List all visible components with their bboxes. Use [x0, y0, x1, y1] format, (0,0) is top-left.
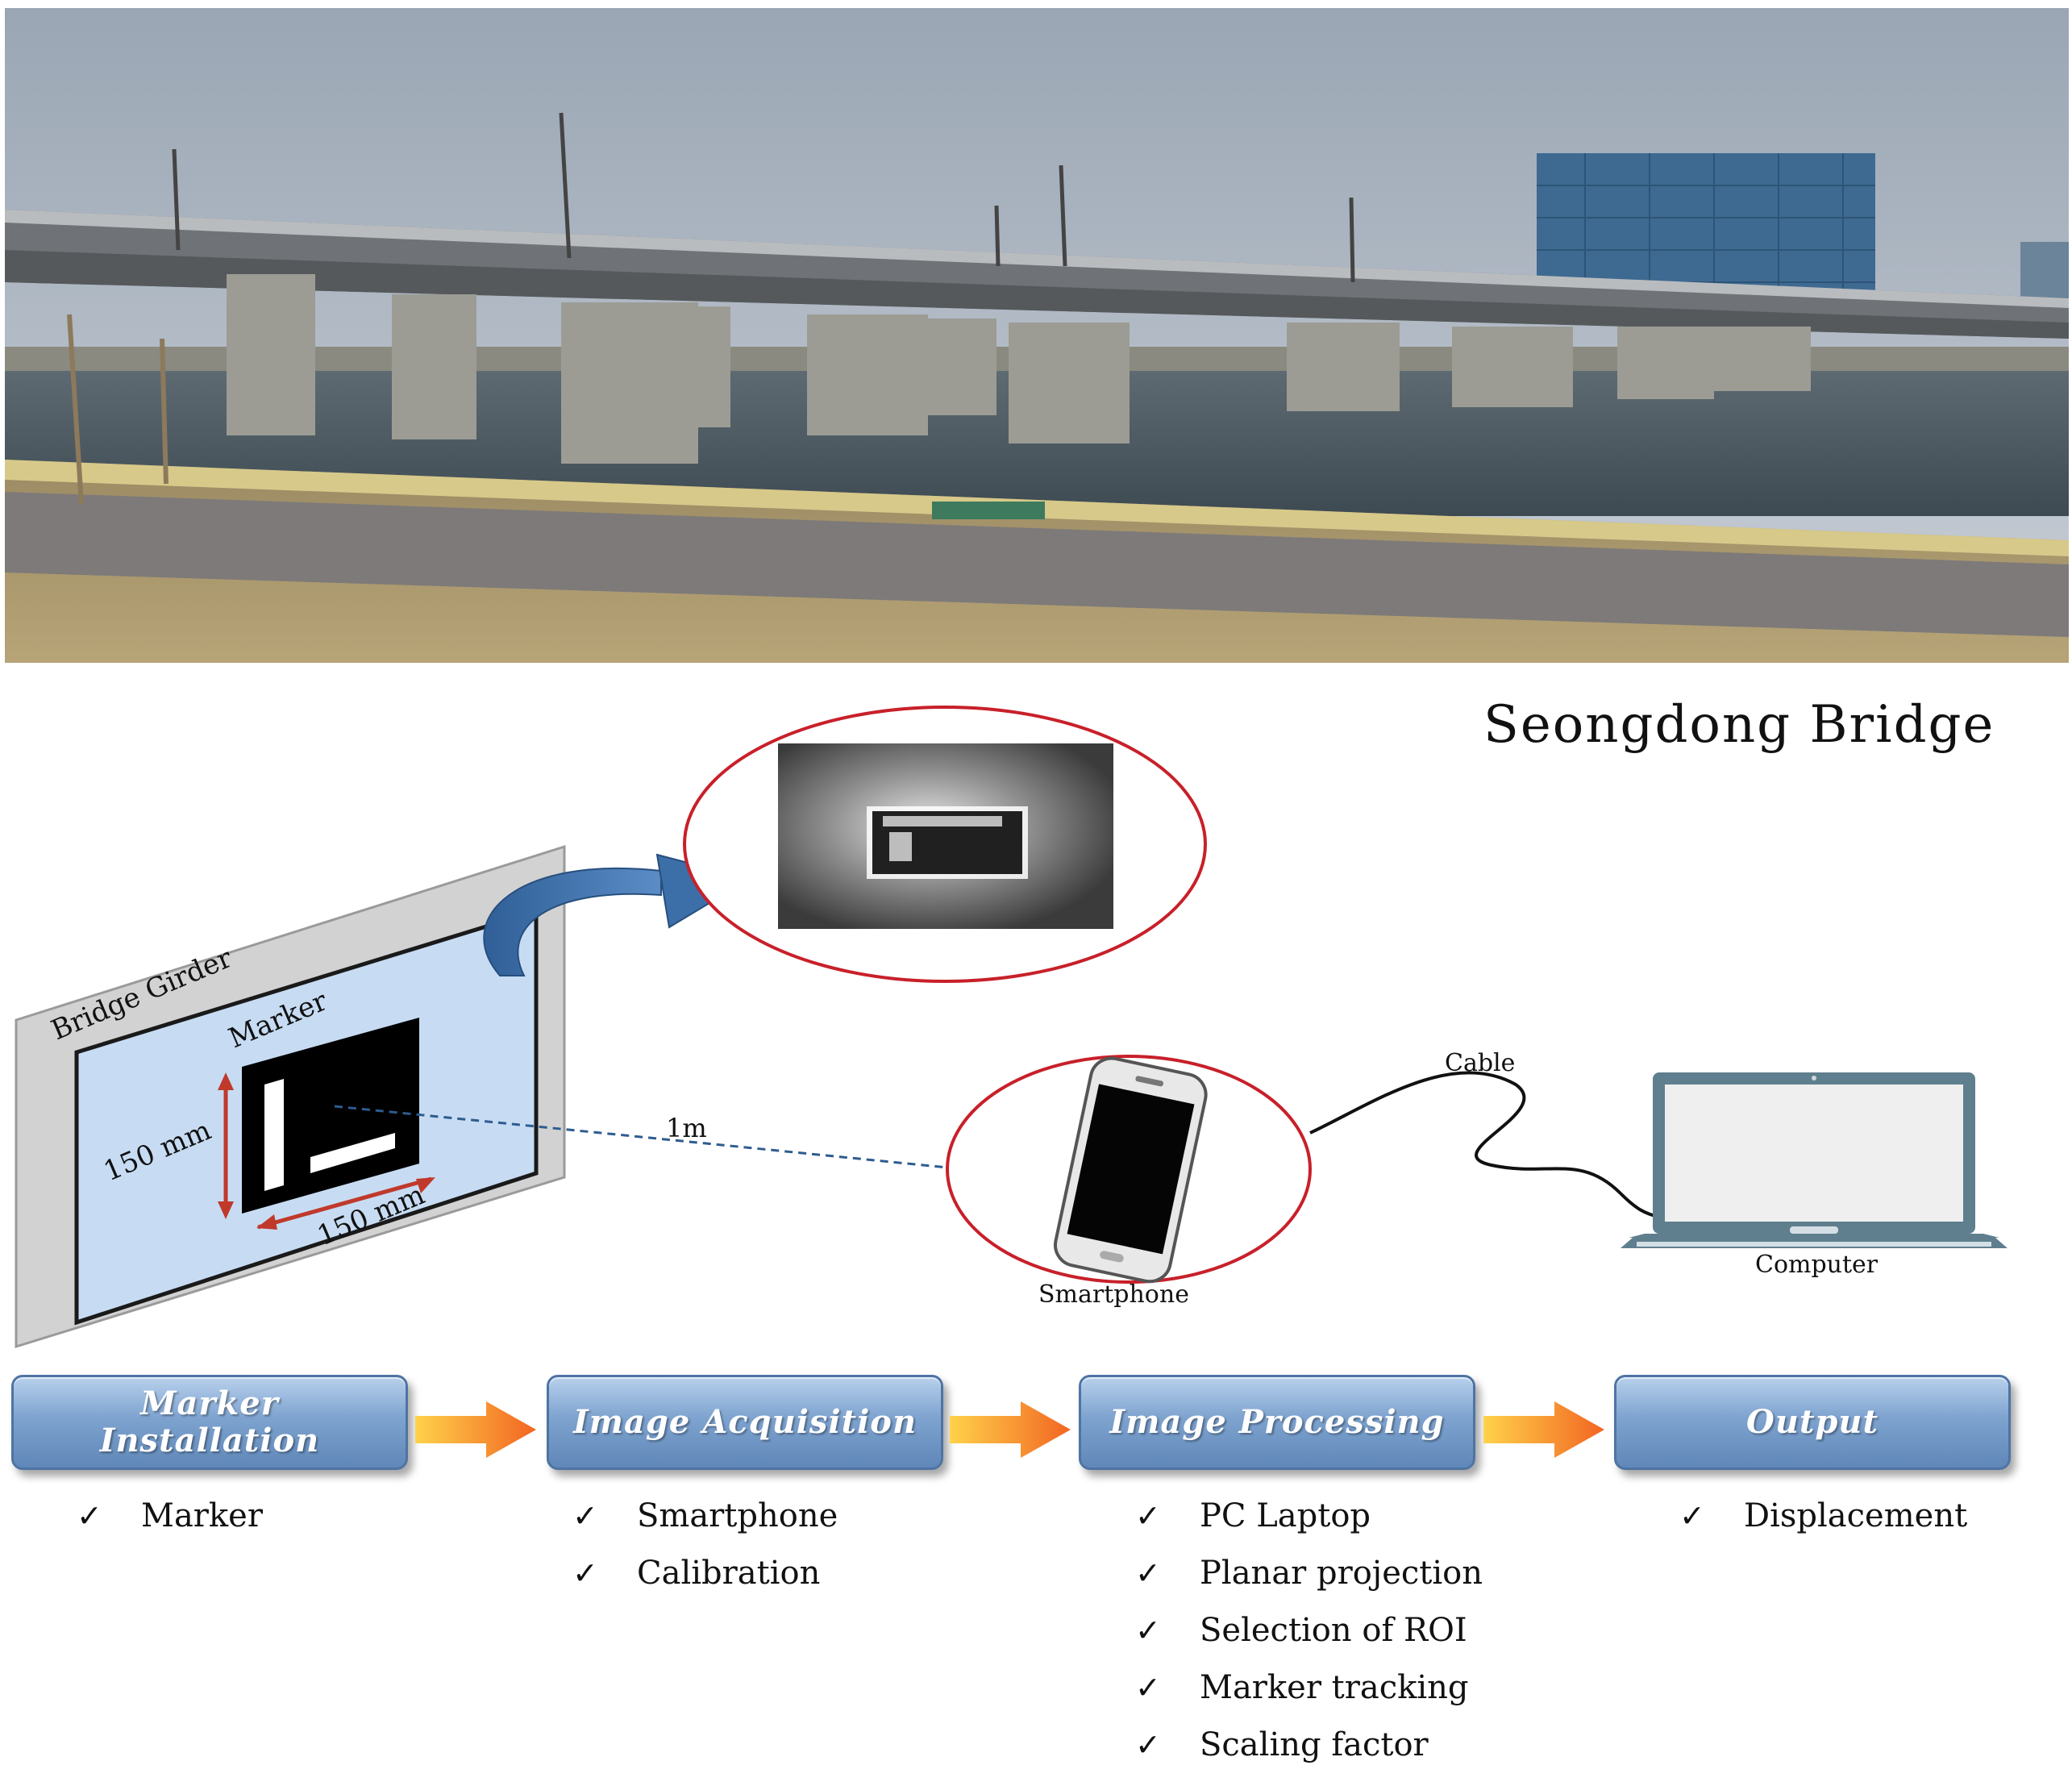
check-icon: ✓: [572, 1555, 598, 1591]
check-icon: ✓: [1135, 1613, 1161, 1648]
checklist-image-processing: ✓PC Laptop ✓Planar projection ✓Selection…: [1135, 1496, 1483, 1782]
step-3-label: Image Processing: [1109, 1403, 1445, 1441]
cable-label: Cable: [1445, 1049, 1515, 1077]
setup-diagram: Bridge Girder Marker 150 mm 150 mm 1m: [15, 706, 2008, 1349]
flow-arrow-icon: [415, 1401, 536, 1458]
check-icon: ✓: [1135, 1727, 1161, 1763]
list-item: ✓Planar projection: [1135, 1555, 1483, 1592]
smartphone-label: Smartphone: [1038, 1280, 1189, 1309]
line-of-sight: [334, 1105, 948, 1169]
smartphone-icon: [1053, 1056, 1208, 1284]
check-icon: ✓: [1135, 1498, 1161, 1534]
check-icon: ✓: [1135, 1670, 1161, 1705]
list-item: ✓Displacement: [1679, 1497, 1968, 1534]
marker-square: Marker: [224, 985, 419, 1214]
cable: [1309, 1071, 1662, 1219]
step-2-label: Image Acquisition: [572, 1403, 917, 1441]
list-item: ✓Smartphone: [572, 1497, 838, 1534]
step-1-label-line1: Marker: [140, 1384, 279, 1422]
page-title: Seongdong Bridge: [1483, 695, 1995, 755]
check-icon: ✓: [572, 1498, 598, 1534]
check-icon: ✓: [1679, 1498, 1705, 1534]
list-item: ✓Marker: [77, 1497, 263, 1534]
smartphone-circle: [946, 1055, 1312, 1284]
list-item: ✓PC Laptop: [1135, 1497, 1371, 1534]
check-icon: ✓: [1135, 1555, 1161, 1591]
list-item: ✓Marker tracking: [1135, 1669, 1469, 1706]
distance-label: 1m: [666, 1113, 707, 1143]
marker-zoom-circle: [683, 706, 1207, 983]
bridge-photo: [5, 8, 2069, 663]
flow-arrow-icon: [1483, 1401, 1604, 1458]
step-4-label: Output: [1746, 1403, 1879, 1441]
step-output: Output: [1614, 1375, 2011, 1470]
computer-icon: [1621, 1072, 2008, 1248]
step-image-acquisition: Image Acquisition: [547, 1375, 943, 1470]
list-item: ✓Scaling factor: [1135, 1726, 1429, 1763]
flow-arrow-icon: [950, 1401, 1071, 1458]
checklist-marker-installation: ✓Marker: [77, 1496, 263, 1553]
list-item: ✓Selection of ROI: [1135, 1612, 1467, 1649]
computer-label: Computer: [1755, 1251, 1879, 1279]
check-icon: ✓: [77, 1498, 102, 1534]
checklist-output: ✓Displacement: [1679, 1496, 1967, 1553]
step-1-label-line2: Installation: [99, 1422, 320, 1459]
step-image-processing: Image Processing: [1079, 1375, 1475, 1470]
checklist-image-acquisition: ✓Smartphone ✓Calibration: [572, 1496, 838, 1610]
list-item: ✓Calibration: [572, 1555, 821, 1592]
